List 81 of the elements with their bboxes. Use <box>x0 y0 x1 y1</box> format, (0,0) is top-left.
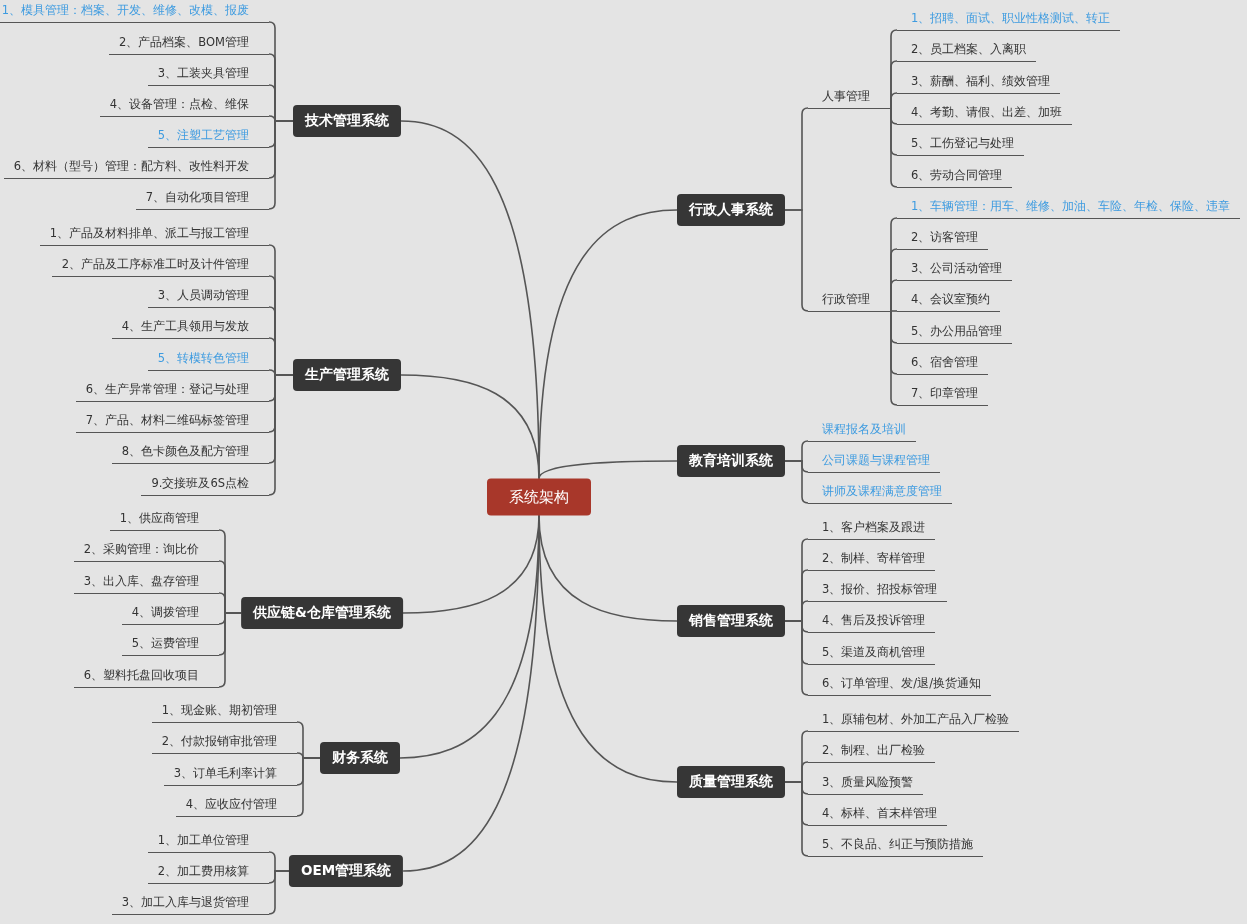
subtopic-label: 3、薪酬、福利、绩效管理 <box>897 70 1061 94</box>
connector-line <box>784 209 809 312</box>
subtopic-label: 5、运费管理 <box>121 632 219 656</box>
connector-line <box>890 279 898 312</box>
subtopic-label: 6、宿舍管理 <box>897 351 989 375</box>
subtopic-label: 2、员工档案、入离职 <box>897 38 1037 62</box>
subtopic-label: 2、付款报销审批管理 <box>151 730 297 754</box>
subtopic-label: 3、订单毛利率计算 <box>163 762 297 786</box>
subtopic-label: 5、工伤登记与处理 <box>897 132 1025 156</box>
connector-line <box>268 870 290 915</box>
subtopic-label: 3、人员调动管理 <box>147 284 269 308</box>
subtopic-label: 9.交接班及6S点检 <box>141 472 269 496</box>
connector-line <box>784 460 809 504</box>
subtopic-label: 1、产品及材料排单、派工与报工管理 <box>39 222 269 246</box>
subtopic-label: 3、工装夹具管理 <box>147 62 269 86</box>
central-topic-box: 系统架构 <box>487 478 591 516</box>
connector-line <box>268 120 294 210</box>
subtopic-label: 4、会议室预约 <box>897 288 1001 312</box>
connector-line <box>890 310 898 406</box>
subtopic-label: 1、加工单位管理 <box>147 829 269 853</box>
subtopic-label: 3、质量风险预警 <box>808 771 924 795</box>
subtopic-label: 1、现金账、期初管理 <box>151 699 297 723</box>
subtopic-label: 人事管理 <box>808 85 891 109</box>
subtopic-label: 4、售后及投诉管理 <box>808 609 936 633</box>
subtopic-label: 1、模具管理：档案、开发、维修、改模、报废 <box>0 0 269 23</box>
subtopic-label: 8、色卡颜色及配方管理 <box>111 440 269 464</box>
connector-line <box>890 310 898 312</box>
subtopic-label: 1、车辆管理：用车、维修、加油、车险、年检、保险、违章 <box>897 195 1241 219</box>
subtopic-label: 1、供应商管理 <box>109 507 219 531</box>
subtopic-label: 4、标样、首末样管理 <box>808 802 948 826</box>
connector-line <box>890 107 898 188</box>
connector-line <box>296 757 321 817</box>
subtopic-label: 4、考勤、请假、出差、加班 <box>897 101 1073 125</box>
subtopic-label: 2、制样、寄样管理 <box>808 547 936 571</box>
subtopic-label: 2、访客管理 <box>897 226 989 250</box>
subtopic-label: 课程报名及培训 <box>808 418 916 442</box>
connector-line <box>538 460 678 480</box>
subtopic-label: 2、采购管理：询比价 <box>73 538 219 562</box>
subtopic-label: 2、加工费用核算 <box>147 860 269 884</box>
subtopic-label: 讲师及课程满意度管理 <box>808 480 952 504</box>
subtopic-label: 6、订单管理、发/退/换货通知 <box>808 672 992 696</box>
connector-line <box>890 92 898 109</box>
subtopic-label: 3、报价、招投标管理 <box>808 578 948 602</box>
subtopic-label: 6、材料（型号）管理：配方料、改性料开发 <box>3 155 269 179</box>
subtopic-label: 6、塑料托盘回收项目 <box>73 664 219 688</box>
subtopic-label: 公司课题与课程管理 <box>808 449 940 473</box>
subtopic-label: 5、渠道及商机管理 <box>808 641 936 665</box>
subtopic-label: 行政管理 <box>808 288 891 312</box>
subtopic-label: 1、招聘、面试、职业性格测试、转正 <box>897 7 1121 31</box>
subtopic-label: 7、产品、材料二维码标签管理 <box>75 409 269 433</box>
subtopic-label: 6、劳动合同管理 <box>897 164 1013 188</box>
topic-box: 技术管理系统 <box>293 105 401 137</box>
connector-line <box>218 612 242 688</box>
subtopic-label: 4、设备管理：点检、维保 <box>99 93 269 117</box>
subtopic-label: 7、自动化项目管理 <box>135 186 269 210</box>
topic-box: OEM管理系统 <box>288 855 404 887</box>
topic-box: 教育培训系统 <box>677 445 785 477</box>
subtopic-label: 2、产品及工序标准工时及计件管理 <box>51 253 269 277</box>
subtopic-label: 3、公司活动管理 <box>897 257 1013 281</box>
topic-box: 销售管理系统 <box>677 605 785 637</box>
subtopic-label: 4、应收应付管理 <box>175 793 297 817</box>
topic-box: 质量管理系统 <box>677 766 785 798</box>
subtopic-label: 6、生产异常管理：登记与处理 <box>75 378 269 402</box>
subtopic-label: 1、客户档案及跟进 <box>808 516 936 540</box>
subtopic-label: 3、加工入库与退货管理 <box>111 891 269 915</box>
topic-box: 财务系统 <box>320 742 400 774</box>
subtopic-label: 3、出入库、盘存管理 <box>73 570 219 594</box>
connector-line <box>268 374 294 496</box>
subtopic-label: 5、办公用品管理 <box>897 320 1013 344</box>
subtopic-label: 2、产品档案、BOM管理 <box>109 31 269 55</box>
subtopic-label: 4、调拨管理 <box>121 601 219 625</box>
topic-box: 行政人事系统 <box>677 194 785 226</box>
subtopic-label: 7、印章管理 <box>897 382 989 406</box>
subtopic-label: 1、原辅包材、外加工产品入厂检验 <box>808 708 1020 732</box>
topic-box: 供应链&仓库管理系统 <box>241 597 403 629</box>
subtopic-label: 5、转模转色管理 <box>147 347 269 371</box>
topic-box: 生产管理系统 <box>293 359 401 391</box>
subtopic-label: 5、注塑工艺管理 <box>147 124 269 148</box>
subtopic-label: 2、制程、出厂检验 <box>808 739 936 763</box>
subtopic-label: 4、生产工具领用与发放 <box>111 315 269 339</box>
subtopic-label: 5、不良品、纠正与预防措施 <box>808 833 984 857</box>
